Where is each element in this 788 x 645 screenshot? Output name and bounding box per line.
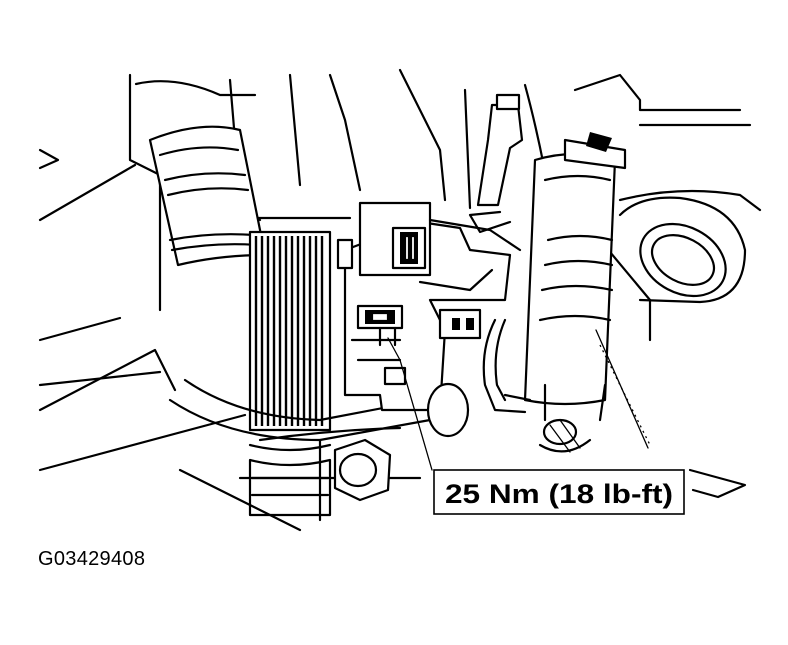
side-connector bbox=[438, 308, 482, 340]
figure-id-label: G03429408 bbox=[38, 548, 146, 570]
torque-spec-label: 25 Nm (18 lb-ft) bbox=[445, 479, 673, 509]
filler-ring bbox=[618, 196, 747, 304]
vertical-hose bbox=[503, 132, 627, 422]
wire-harness bbox=[482, 318, 527, 414]
upper-sensor bbox=[468, 93, 524, 234]
ribbed-pulley bbox=[248, 230, 332, 517]
crossing-pipe bbox=[38, 370, 432, 442]
lower-bolts bbox=[333, 382, 592, 502]
torque-callout: 25 Nm (18 lb-ft) bbox=[433, 469, 685, 515]
central-bracket bbox=[336, 201, 522, 412]
left-hose bbox=[148, 125, 267, 267]
leader-lines bbox=[387, 329, 651, 471]
engine-background-outlines bbox=[38, 68, 762, 532]
